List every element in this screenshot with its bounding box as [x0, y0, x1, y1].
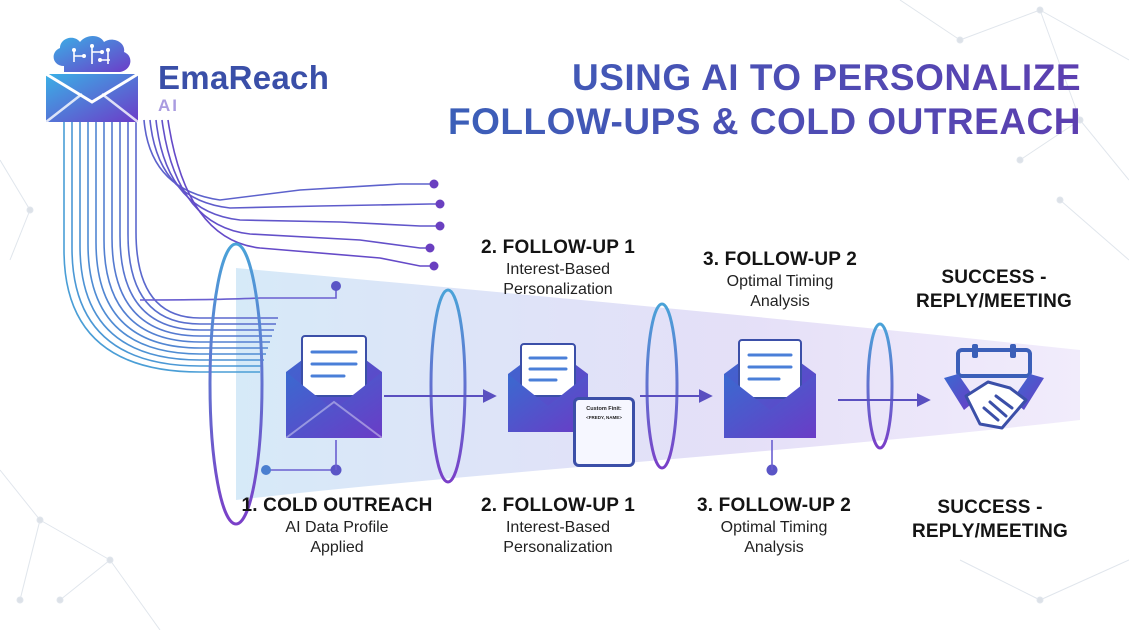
stage-detail: Analysis [744, 539, 804, 556]
stage-label-top-follow-up-2: 3. FOLLOW-UP 2 Optimal Timing Analysis [690, 248, 870, 312]
stage-detail: Analysis [750, 293, 810, 310]
stage-detail: Optimal Timing [726, 273, 834, 290]
stage-detail: Interest-Based [505, 519, 611, 536]
stage-detail: Personalization [503, 539, 613, 556]
stage-label-bottom-cold-outreach: 1. COLD OUTREACH AI Data Profile Applied [234, 494, 440, 558]
stage-heading: 1. COLD OUTREACH [241, 495, 433, 516]
stage-label-bottom-follow-up-2: 3. FOLLOW-UP 2 Optimal Timing Analysis [684, 494, 864, 558]
brand-name: EmaReach [158, 59, 330, 96]
stage-detail: Interest-Based [505, 261, 611, 278]
stage-heading: SUCCESS - [937, 497, 1043, 518]
envelope-icon [508, 343, 588, 432]
stage-detail: AI Data Profile [285, 519, 389, 536]
stage-label-top-follow-up-1: 2. FOLLOW-UP 1 Interest-Based Personaliz… [468, 236, 648, 300]
title-line-2: FOLLOW-UPS & COLD OUTREACH [448, 101, 1081, 142]
template-field: <FREDY, NAME> [586, 415, 622, 420]
stage-detail: Optimal Timing [720, 519, 828, 536]
stage-detail: Applied [310, 539, 364, 556]
stage-label-bottom-success: SUCCESS - REPLY/MEETING [900, 496, 1080, 544]
circuit-lines [63, 119, 440, 471]
template-screen: Custom Finit: <FREDY, NAME> [576, 400, 632, 464]
stage-label-bottom-follow-up-1: 2. FOLLOW-UP 1 Interest-Based Personaliz… [468, 494, 648, 558]
stage-heading: 3. FOLLOW-UP 2 [696, 495, 852, 516]
stage-heading: 3. FOLLOW-UP 2 [702, 249, 858, 270]
stage-heading: REPLY/MEETING [915, 291, 1073, 312]
flow-arrows [384, 389, 931, 407]
stage-heading: SUCCESS - [941, 267, 1047, 288]
stage-label-top-success: SUCCESS - REPLY/MEETING [904, 266, 1084, 314]
handshake-calendar-icon [944, 344, 1044, 430]
stage-heading: 2. FOLLOW-UP 1 [480, 495, 636, 516]
template-card: Custom Finit: <FREDY, NAME> [573, 397, 635, 467]
stage-detail: Personalization [503, 281, 613, 298]
envelope-icon [724, 339, 816, 438]
stage-heading: 2. FOLLOW-UP 1 [480, 237, 636, 258]
brand-sub: AI [158, 96, 179, 115]
page-title: USING AI TO PERSONALIZE FOLLOW-UPS & COL… [448, 56, 1081, 144]
circuit-nodes [261, 179, 778, 476]
template-title: Custom Finit: [586, 406, 622, 412]
brain-envelope-logo-icon [45, 36, 139, 123]
stage-heading: REPLY/MEETING [911, 521, 1069, 542]
title-line-1: USING AI TO PERSONALIZE [572, 57, 1081, 98]
funnel-shape [236, 268, 1080, 500]
envelope-icon [285, 335, 383, 439]
funnel-rings [208, 242, 894, 526]
brand: EmaReach AI [158, 60, 329, 116]
